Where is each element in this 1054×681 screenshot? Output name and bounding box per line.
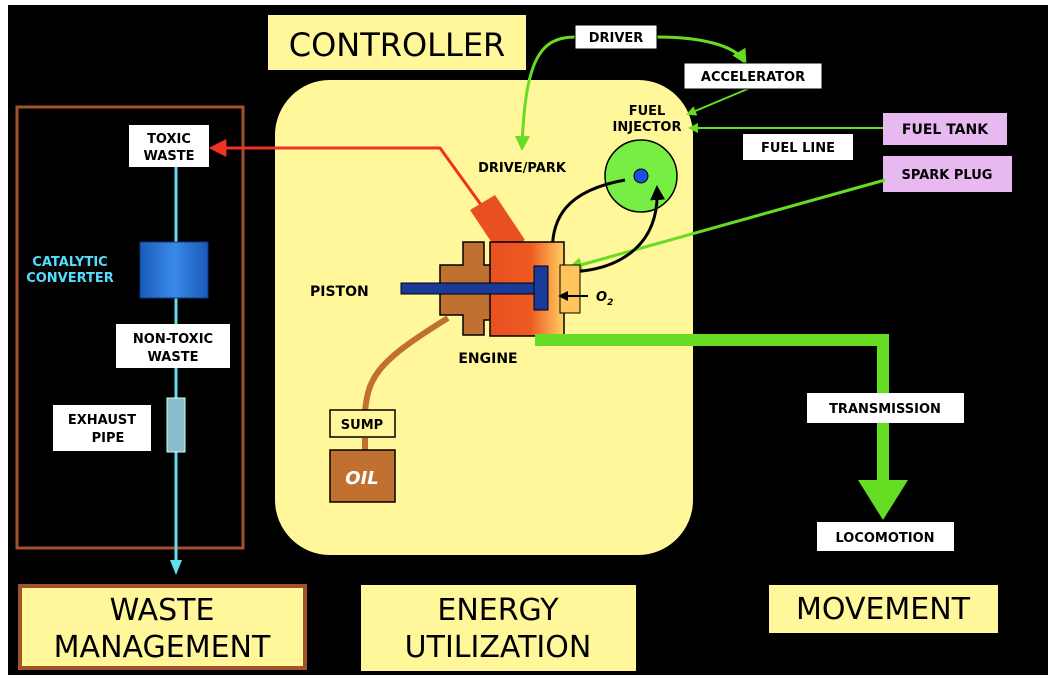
piston-label: PISTON [310,284,369,300]
transmission-label: TRANSMISSION [829,402,941,417]
waste-management-line2: MANAGEMENT [54,630,271,665]
sump-label: SUMP [341,418,383,433]
driver-to-drivepark-arrow [514,35,576,151]
exhaust-pipe-line2: PIPE [92,431,125,446]
accelerator-to-injector-arrow [686,87,751,116]
oxygen-label: O2 [596,290,613,308]
exhaust-pipe-line1: EXHAUST [68,413,136,428]
fuel-injector-label-line1: FUEL [629,104,666,119]
toxic-waste-line2: WASTE [144,149,195,164]
controller-title: CONTROLLER [289,26,506,64]
waste-management-frame [15,105,245,550]
oil-label: OIL [345,468,378,489]
driver-box [574,24,658,50]
movement-box [769,585,998,633]
energy-utilization-line2: UTILIZATION [405,630,592,665]
locomotion-label: LOCOMOTION [835,531,934,546]
transmission-box [807,393,964,423]
catalytic-converter [139,241,209,299]
sump-box [329,409,396,438]
accelerator-label: ACCELERATOR [701,70,805,85]
energy-utilization-box [361,585,636,671]
exhaust-port [470,195,525,255]
oil-box [329,449,396,503]
fuel-line-box [743,134,853,160]
controller-title-box [268,15,526,70]
non-toxic-waste-line2: WASTE [148,350,199,365]
transmission-arrowhead [858,480,908,520]
engine-head [559,264,581,314]
oxygen-subscript: 2 [607,298,613,308]
spark-plug-arrow [567,178,886,272]
fuel-injector-nozzle [633,168,649,184]
transmission-path [535,334,889,485]
energy-utilization-line1: ENERGY [437,593,559,628]
toxic-waste-line1: TOXIC [147,132,191,147]
engine-to-injector-arrow [569,185,666,274]
driver-label: DRIVER [589,31,644,46]
catalytic-label-line2: CONVERTER [26,271,114,286]
fuel-tank-box [883,113,1007,145]
locomotion-box [817,522,954,551]
driver-to-accelerator-arrow [656,35,747,65]
spark-plug-box [883,156,1012,192]
oxygen-o: O [596,290,607,305]
fuel-injector-label-line2: INJECTOR [613,120,682,135]
exhaust-pipe [166,397,186,453]
oil-line [362,315,450,413]
toxic-waste-arrow [208,139,494,221]
non-toxic-waste-line1: NON-TOXIC [133,332,213,347]
toxic-waste-box [129,125,209,167]
waste-management-line1: WASTE [110,593,215,628]
piston-rod [400,282,537,295]
non-toxic-waste-box [116,324,230,368]
catalytic-label-line1: CATALYTIC [32,255,107,270]
spark-plug-label: SPARK PLUG [902,168,993,183]
exhaust-pipe-box [53,405,151,451]
fuel-line-label: FUEL LINE [761,141,835,156]
piston-head [533,265,549,311]
drive-park-label: DRIVE/PARK [478,161,567,176]
exhaust-flow-arrowhead [170,560,182,575]
fuel-tank-label: FUEL TANK [902,122,989,138]
movement-label: MOVEMENT [796,592,971,627]
waste-management-box [18,584,307,670]
accelerator-box [683,62,823,90]
engine-label: ENGINE [458,351,517,367]
